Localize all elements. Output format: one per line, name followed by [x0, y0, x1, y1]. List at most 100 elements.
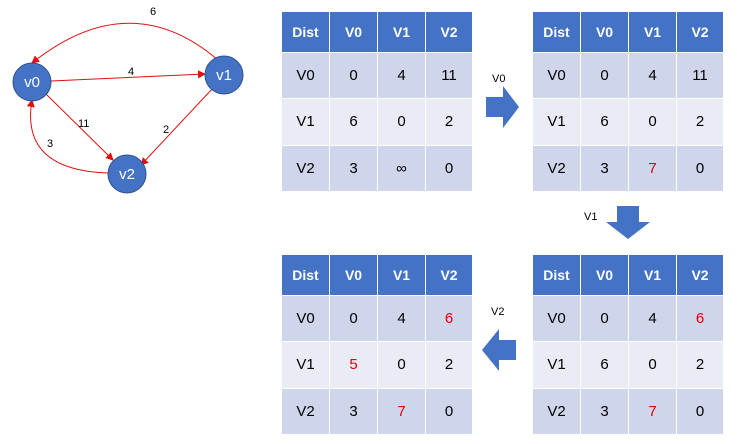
updated-distance-cell: 6 — [676, 294, 724, 343]
distance-cell: 4 — [377, 51, 426, 100]
distance-cell: 0 — [628, 98, 677, 146]
column-header: V0 — [329, 11, 378, 53]
distance-cell: 11 — [425, 51, 473, 100]
distance-cell: 3 — [580, 387, 629, 436]
row-label: V2 — [281, 387, 330, 436]
distance-cell: 0 — [580, 51, 629, 100]
edge-weight-label: 6 — [150, 6, 156, 18]
node-v2: v2 — [107, 154, 147, 194]
node-v0: v0 — [12, 62, 52, 102]
step-label: V2 — [491, 306, 505, 318]
distance-cell: 2 — [676, 341, 724, 389]
row-label: V0 — [281, 51, 330, 100]
distance-cell: 0 — [377, 341, 426, 389]
distance-cell: 6 — [580, 98, 629, 146]
distance-cell: 4 — [377, 294, 426, 343]
column-header: V2 — [676, 11, 724, 53]
row-label: V0 — [532, 51, 581, 100]
distance-cell: 3 — [580, 144, 629, 193]
edge-v2-v0: 3 — [26, 99, 109, 174]
edge-weight-label: 11 — [78, 118, 89, 130]
column-header: V1 — [377, 254, 426, 296]
column-header: V1 — [628, 11, 677, 53]
updated-distance-cell: 6 — [425, 294, 473, 343]
column-header: Dist — [532, 11, 581, 53]
row-label: V2 — [532, 387, 581, 436]
distance-cell: 0 — [329, 294, 378, 343]
row-label: V1 — [281, 341, 330, 389]
distance-cell: 0 — [425, 144, 473, 193]
distance-cell: 0 — [628, 341, 677, 389]
column-header: V0 — [580, 11, 629, 53]
column-header: V2 — [676, 254, 724, 296]
edge-v0-v1: 4 — [50, 66, 206, 82]
arrow-left-icon — [482, 329, 516, 371]
column-header: V0 — [329, 254, 378, 296]
column-header: V1 — [377, 11, 426, 53]
distance-cell: 0 — [580, 294, 629, 343]
node-label: v0 — [24, 74, 40, 91]
edge-v1-v0: 6 — [31, 6, 219, 64]
distance-cell: 2 — [425, 98, 473, 146]
distance-cell: 0 — [676, 144, 724, 193]
row-label: V0 — [532, 294, 581, 343]
arrow-right-icon — [486, 86, 519, 128]
edge-weight-label: 4 — [128, 66, 134, 78]
distance-cell: 0 — [676, 387, 724, 436]
distance-cell: 0 — [425, 387, 473, 436]
distance-cell: 3 — [329, 144, 378, 193]
updated-distance-cell: 5 — [329, 341, 378, 389]
edge-weight-label: 3 — [47, 138, 53, 150]
distance-cell: 6 — [580, 341, 629, 389]
column-header: V1 — [628, 254, 677, 296]
row-label: V1 — [532, 98, 581, 146]
column-header: V2 — [425, 11, 473, 53]
distance-cell: 4 — [628, 51, 677, 100]
arrow-down-icon — [606, 206, 650, 239]
graph-diagram: 6 4 11 2 3 v0 v1 v2 — [12, 6, 244, 194]
updated-distance-cell: 7 — [628, 387, 677, 436]
updated-distance-cell: 7 — [377, 387, 426, 436]
distance-cell: 3 — [329, 387, 378, 436]
column-header: Dist — [532, 254, 581, 296]
node-v1: v1 — [204, 55, 244, 95]
edge-v0-v2: 11 — [45, 93, 114, 161]
row-label: V2 — [532, 144, 581, 193]
distance-cell: 4 — [628, 294, 677, 343]
node-label: v1 — [216, 67, 232, 84]
distance-cell: 0 — [329, 51, 378, 100]
column-header: V0 — [580, 254, 629, 296]
column-header: Dist — [281, 11, 330, 53]
step-label: V1 — [584, 211, 598, 223]
edge-v1-v2: 2 — [140, 87, 214, 166]
column-header: Dist — [281, 254, 330, 296]
step-label: V0 — [492, 73, 506, 85]
node-label: v2 — [119, 166, 135, 183]
distance-cell: ∞ — [377, 144, 426, 193]
row-label: V0 — [281, 294, 330, 343]
distance-cell: 6 — [329, 98, 378, 146]
row-label: V1 — [532, 341, 581, 389]
distance-cell: 0 — [377, 98, 426, 146]
distance-cell: 2 — [425, 341, 473, 389]
row-label: V2 — [281, 144, 330, 193]
distance-cell: 11 — [676, 51, 724, 100]
column-header: V2 — [425, 254, 473, 296]
distance-cell: 2 — [676, 98, 724, 146]
edge-weight-label: 2 — [163, 124, 169, 136]
